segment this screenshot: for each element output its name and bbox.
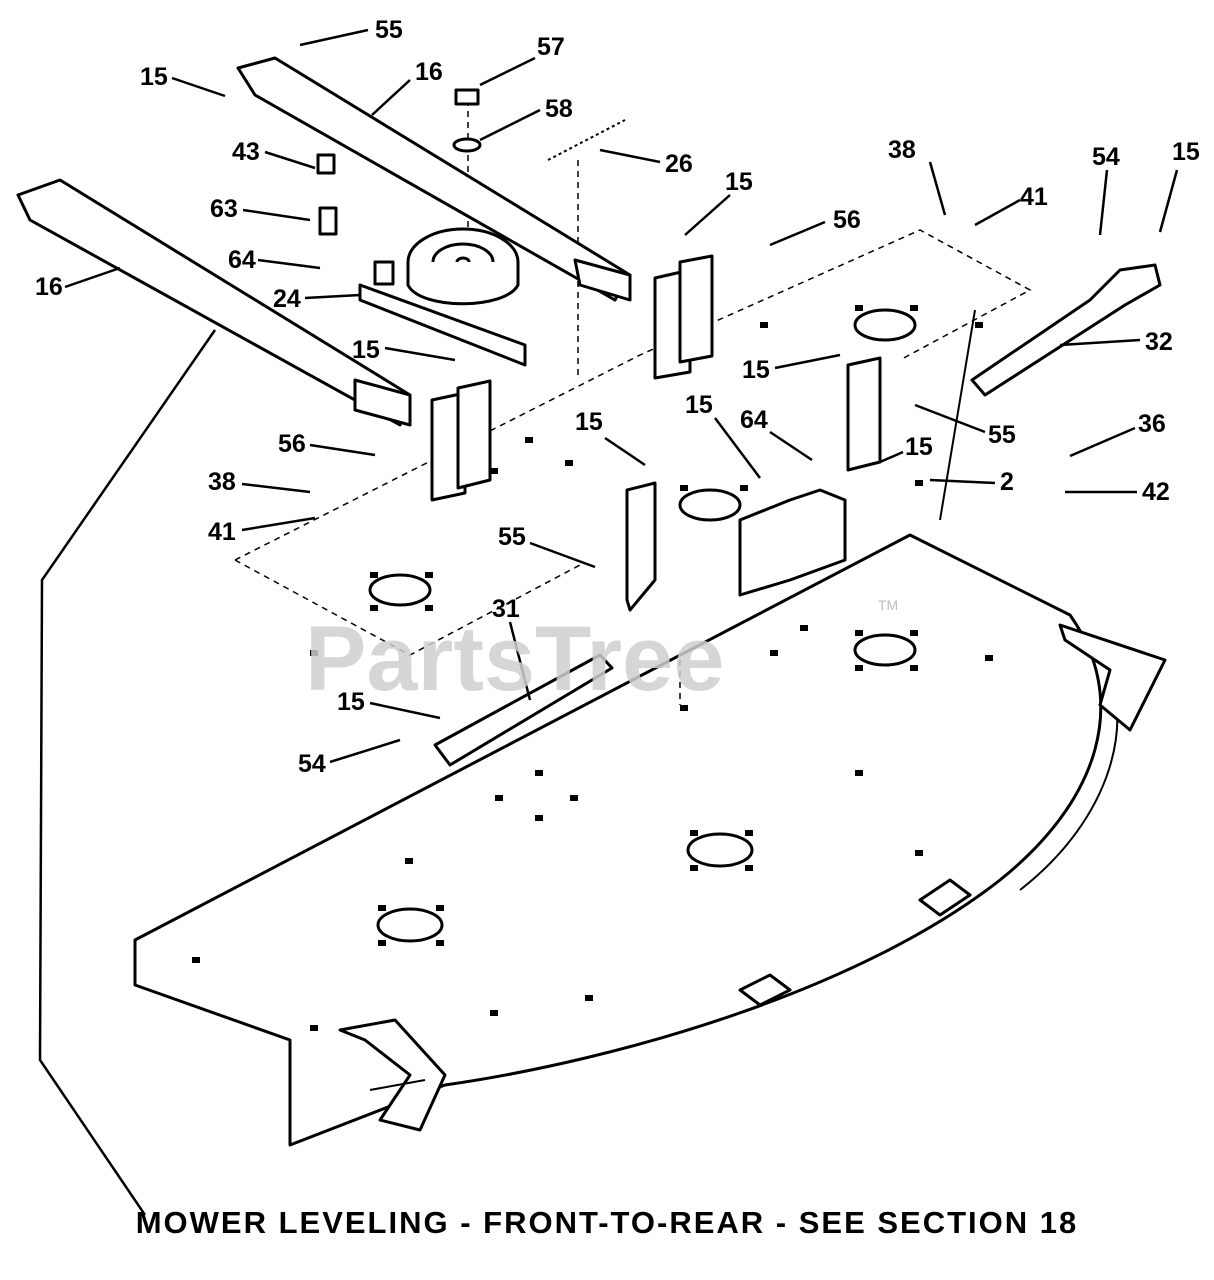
callout-55-right: 55 bbox=[988, 421, 1016, 449]
callout-57: 57 bbox=[537, 33, 565, 61]
idler-bracket bbox=[316, 88, 527, 367]
callout-38-lower: 38 bbox=[208, 468, 236, 496]
callout-31: 31 bbox=[492, 595, 520, 623]
callout-15-mid-right-b: 15 bbox=[905, 433, 933, 461]
partstree-watermark: PartsTree bbox=[305, 608, 724, 710]
callout-58: 58 bbox=[545, 95, 573, 123]
callout-26: 26 bbox=[665, 150, 693, 178]
mower-deck bbox=[133, 305, 1167, 1147]
deck-bolt-holes bbox=[192, 305, 993, 1031]
callout-56-lower: 56 bbox=[278, 430, 306, 458]
spring bbox=[547, 119, 626, 161]
callout-15-top-right: 15 bbox=[1172, 138, 1200, 166]
callout-15-top-left: 15 bbox=[140, 63, 168, 91]
callout-16-upper: 16 bbox=[415, 58, 443, 86]
callout-labels: 55 57 15 16 58 43 26 63 15 56 38 41 54 1… bbox=[35, 16, 1200, 778]
callout-leaders bbox=[64, 28, 1179, 764]
callout-54-lower: 54 bbox=[298, 750, 326, 778]
leveling-rod-31 bbox=[433, 653, 614, 767]
link-arm-lower bbox=[16, 178, 412, 427]
callout-15-mid-center: 15 bbox=[575, 408, 603, 436]
callout-55-top: 55 bbox=[375, 16, 403, 44]
callout-24: 24 bbox=[273, 285, 301, 313]
height-brackets bbox=[430, 254, 882, 612]
callout-63: 63 bbox=[210, 195, 238, 223]
callout-54-upper: 54 bbox=[1092, 143, 1120, 171]
callout-36: 36 bbox=[1138, 410, 1166, 438]
callout-32: 32 bbox=[1145, 328, 1173, 356]
callout-15-bracket-left: 15 bbox=[352, 336, 380, 364]
callout-42: 42 bbox=[1142, 478, 1170, 506]
callout-38-upper: 38 bbox=[888, 136, 916, 164]
watermark-trademark: TM bbox=[878, 597, 898, 613]
callout-15-mid-right-a: 15 bbox=[685, 391, 713, 419]
callout-16-lower: 16 bbox=[35, 273, 63, 301]
callout-41-lower: 41 bbox=[208, 518, 236, 546]
mower-leveling-leader bbox=[38, 329, 217, 1216]
callout-15-bracket-right: 15 bbox=[742, 356, 770, 384]
callout-64-upper: 64 bbox=[228, 246, 256, 274]
callout-56-upper: 56 bbox=[833, 206, 861, 234]
callout-2: 2 bbox=[1000, 468, 1014, 496]
callout-41-upper: 41 bbox=[1020, 183, 1048, 211]
callout-43: 43 bbox=[232, 138, 260, 166]
link-arm-upper bbox=[236, 56, 632, 302]
callout-15-lower: 15 bbox=[337, 688, 365, 716]
diagram-caption: MOWER LEVELING - FRONT-TO-REAR - SEE SEC… bbox=[135, 1205, 1079, 1240]
callout-15-upper-center: 15 bbox=[725, 168, 753, 196]
leveling-rod-32 bbox=[970, 263, 1162, 397]
callout-55-lower: 55 bbox=[498, 523, 526, 551]
callout-64-lower: 64 bbox=[740, 406, 768, 434]
